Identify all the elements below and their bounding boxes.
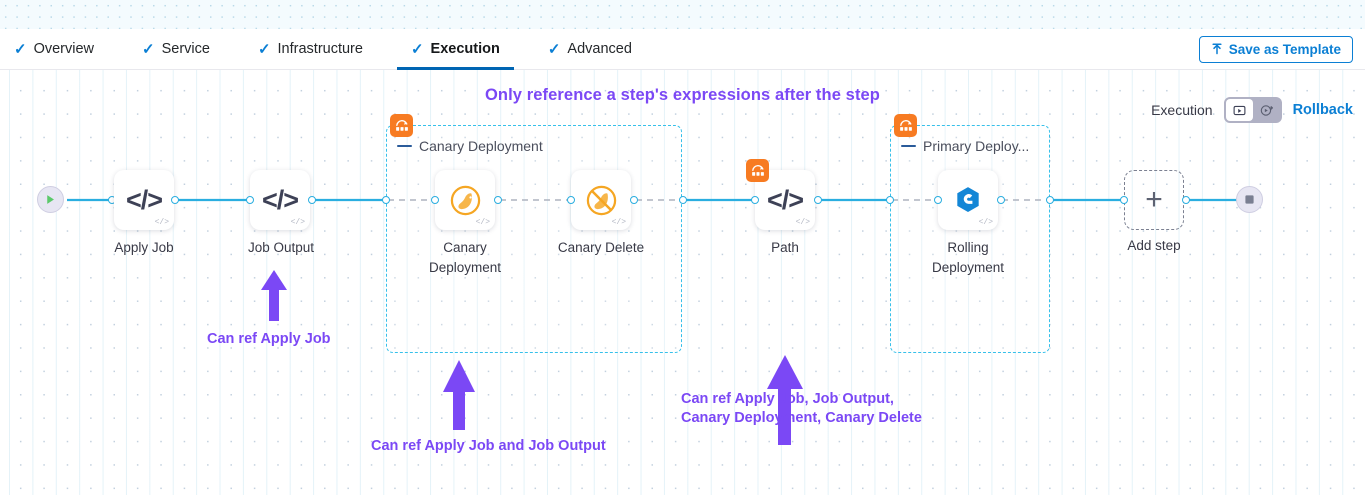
- headline-note: Only reference a step's expressions afte…: [484, 86, 880, 104]
- shell-script-marker-icon: </>: [795, 218, 810, 227]
- step-label-path: Path: [771, 240, 799, 255]
- tab-execution[interactable]: ✓ Execution: [396, 29, 514, 70]
- canary-icon: [450, 185, 480, 215]
- group-header[interactable]: Canary Deployment: [397, 138, 543, 154]
- check-icon: ✓: [410, 40, 424, 58]
- play-icon: [47, 195, 54, 204]
- connector-port[interactable]: [431, 196, 439, 204]
- normal-execution-toggle-button[interactable]: [1225, 99, 1253, 121]
- rollback-execution-toggle-button[interactable]: [1253, 99, 1280, 121]
- connector-port[interactable]: [630, 196, 638, 204]
- add-step-label: Add step: [1127, 238, 1181, 253]
- connector-port[interactable]: [934, 196, 942, 204]
- step-label-apply-job: Apply Job: [114, 240, 174, 255]
- connector-port[interactable]: [308, 196, 316, 204]
- stop-icon: [1245, 195, 1254, 204]
- connector-port[interactable]: [1182, 196, 1190, 204]
- step-node-apply-job[interactable]: </> </>: [114, 170, 174, 230]
- collapse-icon[interactable]: [901, 144, 916, 148]
- tab-service[interactable]: ✓ Service: [142, 29, 224, 70]
- step-node-rolling-deployment[interactable]: </>: [938, 170, 998, 230]
- step-node-canary-delete[interactable]: </>: [571, 170, 631, 230]
- top-grid-strip: [0, 0, 1365, 29]
- shell-script-marker-icon: </>: [154, 218, 169, 227]
- step-node-path[interactable]: </> </>: [746, 159, 815, 230]
- execution-label: Execution: [1151, 102, 1213, 118]
- group-canary-deployment[interactable]: Canary Deployment: [386, 125, 682, 353]
- check-icon: ✓: [142, 40, 155, 58]
- shell-script-marker-icon: </>: [475, 218, 490, 227]
- pipeline-connectors: [67, 198, 1242, 202]
- connector-port[interactable]: [1120, 196, 1128, 204]
- code-icon: </>: [261, 184, 299, 215]
- annotation-text-path: Can ref Apply Job, Job Output, Canary De…: [681, 391, 922, 426]
- save-as-template-button[interactable]: Save as Template: [1198, 36, 1353, 63]
- tab-label: Execution: [430, 41, 500, 57]
- tab-infrastructure[interactable]: ✓ Infrastructure: [258, 29, 377, 70]
- normal-execution-icon: [1233, 105, 1246, 115]
- save-as-template-label: Save as Template: [1228, 42, 1341, 57]
- execution-mode-toggle[interactable]: [1223, 97, 1282, 123]
- step-group-icon: [390, 114, 413, 137]
- pipeline-graph: Canary Deployment Primary Deploy...: [0, 70, 1365, 495]
- tab-label: Service: [161, 41, 210, 57]
- connector-port[interactable]: [886, 196, 894, 204]
- group-header[interactable]: Primary Deploy...: [901, 138, 1029, 154]
- step-label-job-output: Job Output: [247, 240, 315, 255]
- step-label-rolling-deployment: Rolling Deployment: [931, 240, 1005, 275]
- connector-port[interactable]: [171, 196, 179, 204]
- group-name: Primary Deploy...: [923, 138, 1030, 154]
- step-node-job-output[interactable]: </> </>: [250, 170, 310, 230]
- plus-icon: +: [1145, 183, 1163, 216]
- connector-port[interactable]: [814, 196, 822, 204]
- rollback-execution-icon: [1260, 104, 1273, 116]
- connector-port[interactable]: [382, 196, 390, 204]
- rollback-link[interactable]: Rollback: [1292, 102, 1353, 118]
- pipeline-end-node[interactable]: [1236, 186, 1263, 213]
- connector-port[interactable]: [494, 196, 502, 204]
- annotation-text-job-output: Can ref Apply Job: [207, 331, 331, 347]
- tab-advanced[interactable]: ✓ Advanced: [548, 29, 646, 70]
- shell-script-marker-icon: </>: [978, 218, 993, 227]
- shell-script-marker-icon: </>: [611, 218, 626, 227]
- step-node-canary-deployment[interactable]: </>: [435, 170, 495, 230]
- check-icon: ✓: [547, 40, 561, 58]
- tab-overview[interactable]: ✓ Overview: [14, 29, 108, 70]
- connector-port[interactable]: [246, 196, 254, 204]
- shell-script-marker-icon: </>: [290, 218, 305, 227]
- connector-port[interactable]: [679, 196, 687, 204]
- rolling-deployment-icon: [957, 187, 979, 212]
- tab-label: Infrastructure: [277, 41, 363, 57]
- tab-label: Overview: [33, 41, 95, 57]
- group-name: Canary Deployment: [419, 138, 543, 154]
- collapse-icon[interactable]: [397, 144, 412, 148]
- check-icon: ✓: [14, 40, 27, 58]
- pipeline-start-node[interactable]: [37, 186, 64, 213]
- canary-delete-icon: [586, 185, 616, 215]
- code-icon: </>: [125, 184, 163, 215]
- step-group-icon: [746, 159, 769, 182]
- step-label-canary-deployment: Canary Deployment: [428, 240, 502, 275]
- add-step-button[interactable]: +: [1124, 170, 1184, 230]
- step-label-canary-delete: Canary Delete: [557, 240, 645, 255]
- connector-port[interactable]: [997, 196, 1005, 204]
- code-icon: </>: [766, 184, 804, 215]
- tab-label: Advanced: [567, 41, 632, 57]
- pipeline-canvas[interactable]: Only reference a step's expressions afte…: [0, 70, 1365, 495]
- connector-port[interactable]: [1046, 196, 1054, 204]
- connector-port[interactable]: [567, 196, 575, 204]
- step-group-icon: [894, 114, 917, 137]
- upload-icon: [1212, 43, 1222, 55]
- check-icon: ✓: [257, 40, 271, 58]
- annotation-text-canary-deployment: Can ref Apply Job and Job Output: [371, 438, 606, 454]
- tab-bar: ✓ Overview ✓ Service ✓ Infrastructure ✓ …: [0, 29, 1365, 70]
- connector-port[interactable]: [751, 196, 759, 204]
- group-primary-deployment[interactable]: Primary Deploy...: [890, 125, 1050, 353]
- execution-mode-bar: Execution Rollback: [1151, 97, 1353, 123]
